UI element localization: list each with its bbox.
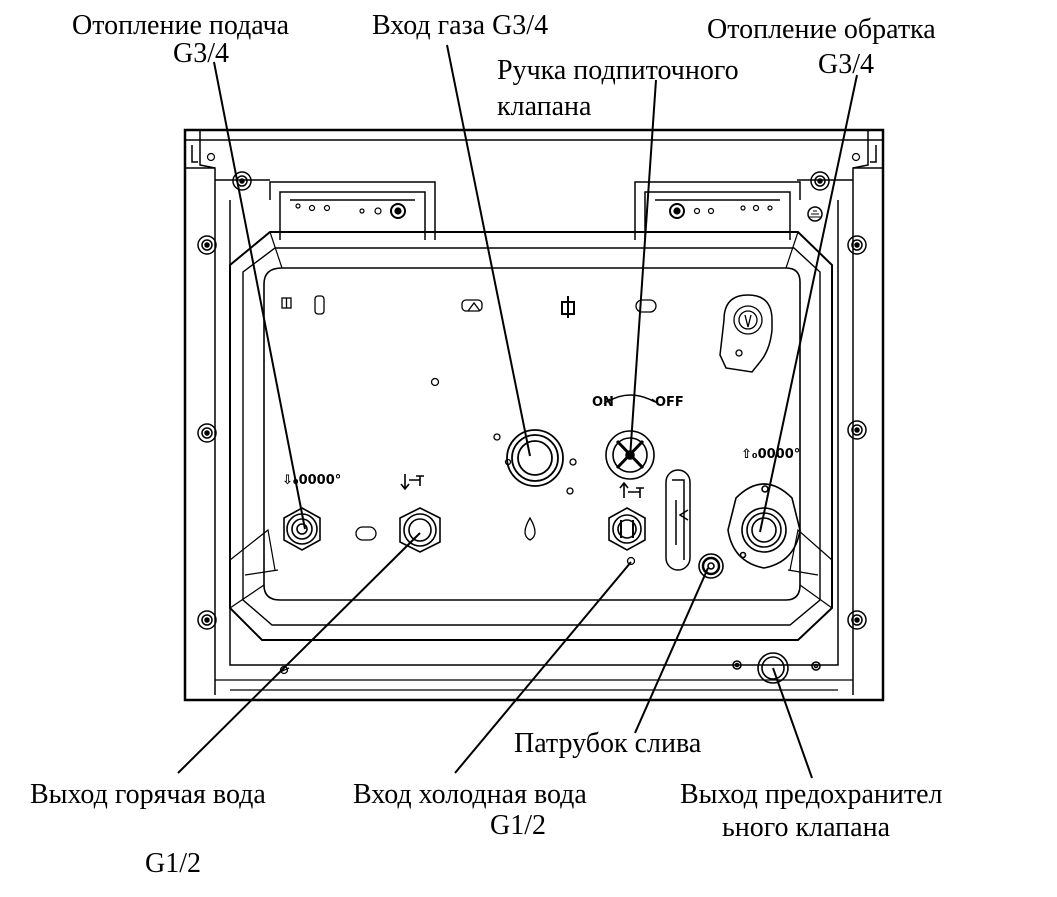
callout-safety-valve-line2: ьного клапана xyxy=(722,812,891,843)
callout-safety-valve-line1: Выход предохранител xyxy=(680,779,943,810)
left-bracket-holes xyxy=(295,203,406,219)
heat-return-fitting xyxy=(727,483,801,569)
callout-cold-water-line1: Вход холодная вода xyxy=(353,779,587,810)
hot-water-tap-symbol xyxy=(400,474,424,491)
callout-heat-return-line1: Отопление обратка xyxy=(707,14,936,45)
callout-cold-water-line2: G1/2 xyxy=(490,810,546,841)
panel-corner-bevels xyxy=(229,231,833,609)
housing-top-brackets xyxy=(185,145,883,169)
callout-heat-supply: Отопление подача G3/4 xyxy=(72,10,290,69)
callout-fill-valve: Ручка подпиточного клапана xyxy=(497,55,739,122)
leader-drain xyxy=(634,567,709,734)
housing-outer xyxy=(183,128,885,702)
callout-hot-water-line2: G1/2 xyxy=(145,848,201,879)
callout-cold-water: Вход холодная вода G1/2 xyxy=(353,779,587,841)
right-top-bracket xyxy=(634,181,801,240)
safety-valve-bracket-details xyxy=(733,305,763,357)
callout-drain-line1: Патрубок слива xyxy=(514,728,702,759)
leader-heat-return xyxy=(759,74,858,533)
callout-hot-water: Выход горячая вода G1/2 xyxy=(30,779,266,879)
leader-safety-valve xyxy=(772,667,813,779)
callout-fill-valve-line1: Ручка подпиточного xyxy=(497,55,739,86)
housing-top-lip xyxy=(185,130,883,180)
leader-fill-valve xyxy=(629,79,657,459)
right-bracket-holes xyxy=(669,203,773,219)
hot-water-fitting xyxy=(399,507,441,553)
heat-supply-fitting xyxy=(283,507,321,551)
leader-gas-inlet xyxy=(446,44,531,457)
leader-cold-water xyxy=(454,561,632,774)
drain-outlet xyxy=(698,553,724,579)
heat-return-mark: ⇧₀0000° xyxy=(741,447,800,462)
housing-inner-frame xyxy=(214,179,854,695)
callout-fill-valve-line2: клапана xyxy=(497,91,592,122)
safety-valve-bracket xyxy=(719,294,773,373)
fixing-screws xyxy=(197,152,867,630)
safety-valve-outlet xyxy=(732,652,821,684)
left-top-bracket xyxy=(269,181,436,240)
cold-water-fitting xyxy=(608,507,646,551)
panel-mid-contour xyxy=(242,247,821,626)
housing-bottom-edge xyxy=(215,679,853,691)
callout-gas-inlet-line1: Вход газа G3/4 xyxy=(372,10,548,41)
boiler-bottom-view: ON OFF ⇩₀0000° xyxy=(183,128,885,702)
leader-heat-supply xyxy=(213,61,306,530)
callout-safety-valve: Выход предохранител ьного клапана xyxy=(680,779,943,843)
callout-gas-inlet: Вход газа G3/4 xyxy=(372,10,548,41)
valve-off-label: OFF xyxy=(655,395,684,410)
callout-heat-return: Отопление обратка G3/4 xyxy=(707,14,936,80)
callout-heat-supply-line1: Отопление подача xyxy=(72,10,290,41)
panel-inner-contour xyxy=(263,267,801,601)
drain-clip xyxy=(665,469,691,571)
gas-inlet-fitting xyxy=(506,429,564,487)
panel-outer-contour xyxy=(229,231,833,641)
callout-drain: Патрубок слива xyxy=(514,728,702,759)
leader-hot-water xyxy=(177,532,421,774)
cold-water-tap-symbol xyxy=(619,481,644,498)
callout-heat-supply-line2: G3/4 xyxy=(173,38,229,69)
leader-lines xyxy=(177,44,858,779)
valve-on-label: ON xyxy=(592,395,614,410)
callout-heat-return-line2: G3/4 xyxy=(818,49,874,80)
heat-supply-mark: ⇩₀0000° xyxy=(282,473,341,488)
callout-hot-water-line1: Выход горячая вода xyxy=(30,779,266,810)
